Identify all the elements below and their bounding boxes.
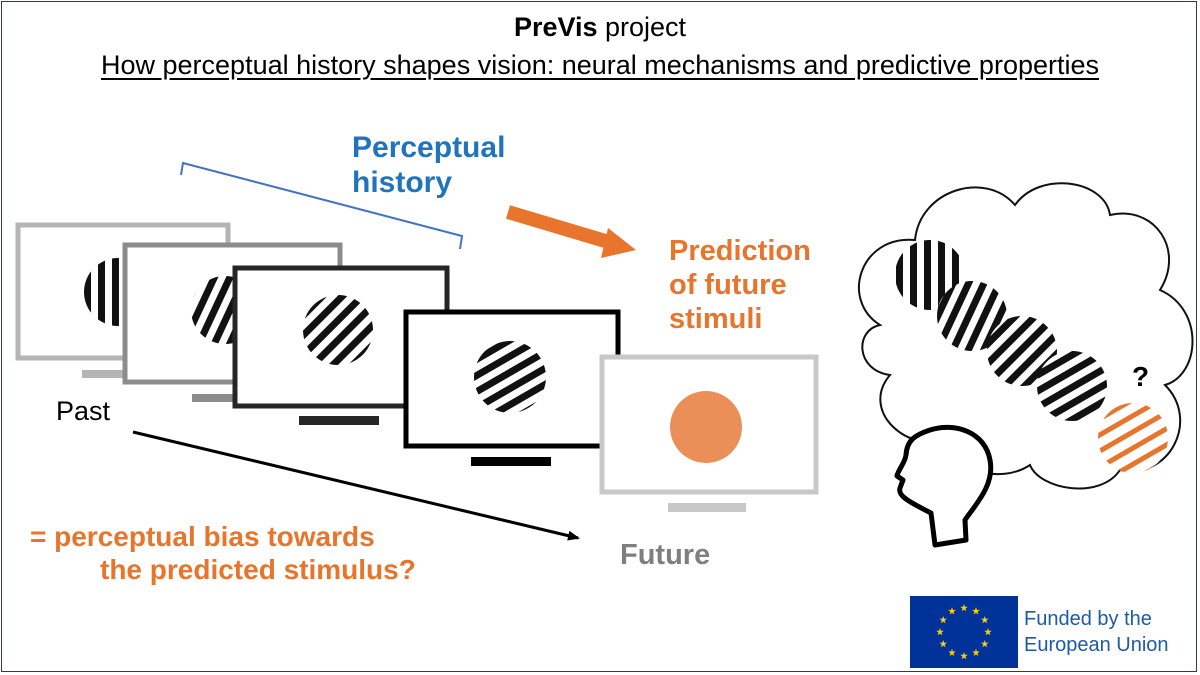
prediction-line-2: of future (669, 269, 787, 302)
question-mark: ? (1132, 361, 1150, 392)
funding-line-1: Funded by the (1024, 608, 1152, 630)
head-icon (894, 424, 994, 548)
eu-star (972, 607, 980, 615)
eu-flag-icon (910, 596, 1018, 668)
cloud-grating-4 (1037, 351, 1107, 421)
project-title: PreVis project (0, 12, 1200, 43)
prediction-label: Prediction of future stimuli (669, 234, 811, 337)
cloud-grating-predicted (1098, 403, 1168, 473)
eu-star (939, 640, 948, 648)
future-label: Future (620, 539, 711, 571)
project-name: PreVis (513, 12, 598, 42)
funding-text: Funded by the European Union (1024, 606, 1169, 658)
eu-star (972, 648, 980, 657)
eu-star (980, 640, 989, 648)
history-bracket (180, 161, 464, 250)
bias-line-2: the predicted stimulus? (100, 554, 416, 586)
eu-star (936, 628, 944, 636)
eu-star (960, 652, 968, 660)
prediction-line-1: Prediction (669, 235, 811, 267)
perceptual-history-line-1: Perceptual (352, 131, 506, 164)
monitor-future (599, 354, 819, 512)
bias-line-1: = perceptual bias towards (30, 521, 375, 552)
subtitle-text: How perceptual history shapes vision: ne… (101, 50, 1099, 80)
monitor-4 (403, 309, 621, 466)
eu-star (948, 648, 956, 657)
cloud-grating-3 (987, 316, 1057, 386)
project-subtitle: How perceptual history shapes vision: ne… (0, 50, 1200, 81)
eu-star (960, 604, 968, 612)
funding-line-2: European Union (1024, 634, 1169, 656)
eu-star (980, 616, 989, 624)
perceptual-history-label: Perceptual history (352, 130, 505, 201)
cloud-grating-2 (937, 281, 1007, 351)
perceptual-history-line-2: history (352, 166, 453, 200)
prediction-line-3: stimuli (669, 303, 763, 336)
bias-question: = perceptual bias towards the predicted … (30, 520, 416, 586)
eu-star (939, 616, 948, 624)
project-suffix: project (597, 12, 687, 42)
eu-star (984, 628, 992, 636)
past-label: Past (56, 396, 111, 426)
time-arrow (132, 430, 580, 541)
predicted-stimulus-disc (670, 391, 742, 463)
eu-star (948, 607, 956, 615)
prediction-arrow (506, 205, 636, 258)
